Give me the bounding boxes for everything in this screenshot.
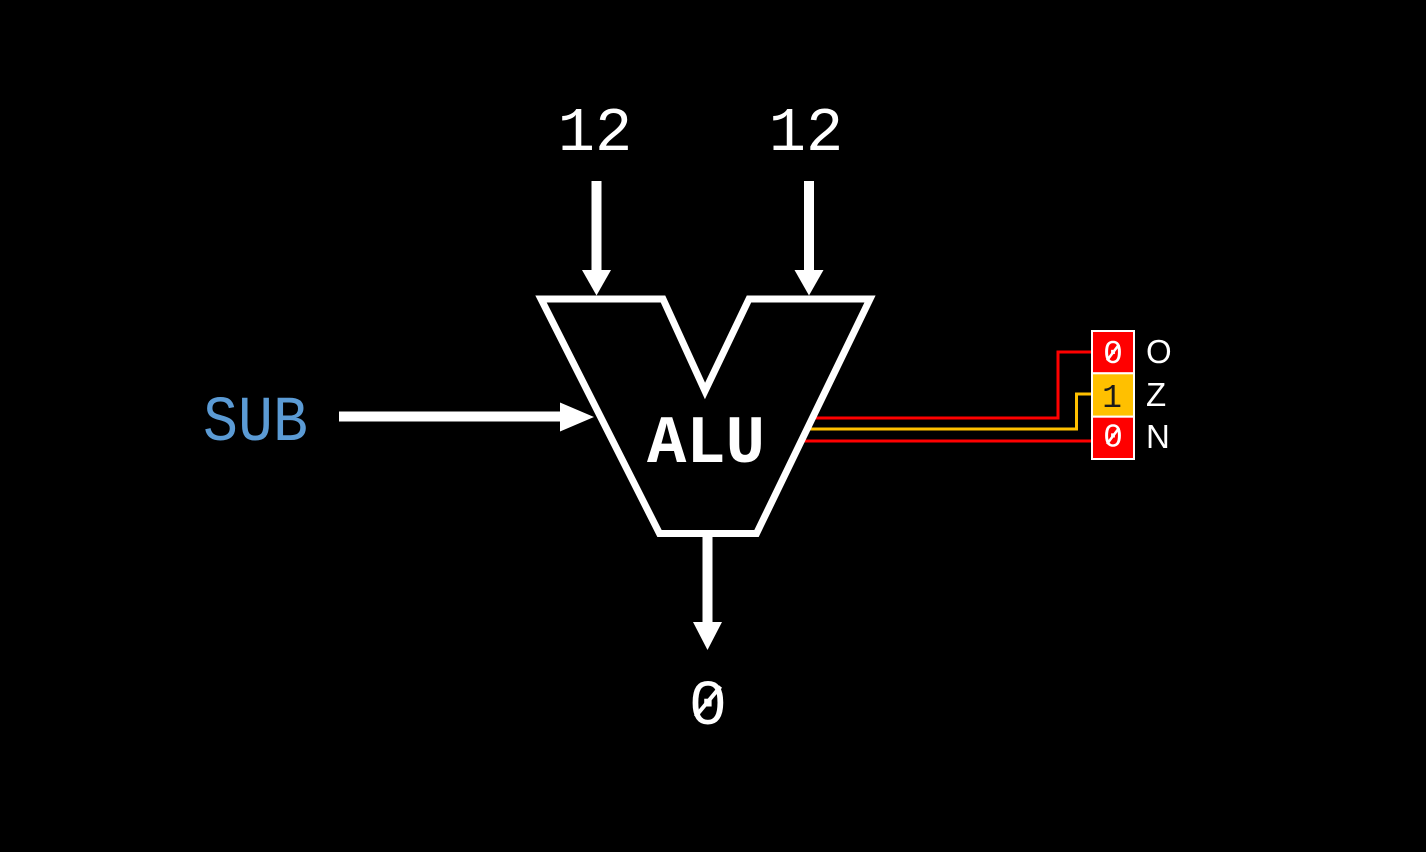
svg-text:ALU: ALU <box>647 406 765 483</box>
svg-text:N: N <box>1146 418 1170 455</box>
svg-text:O: O <box>1146 333 1172 370</box>
svg-text:12: 12 <box>769 98 843 169</box>
svg-text:0: 0 <box>689 672 727 744</box>
svg-text:12: 12 <box>558 98 632 169</box>
svg-text:SUB: SUB <box>203 388 308 460</box>
svg-text:Z: Z <box>1146 376 1166 413</box>
svg-text:1: 1 <box>1102 380 1122 417</box>
